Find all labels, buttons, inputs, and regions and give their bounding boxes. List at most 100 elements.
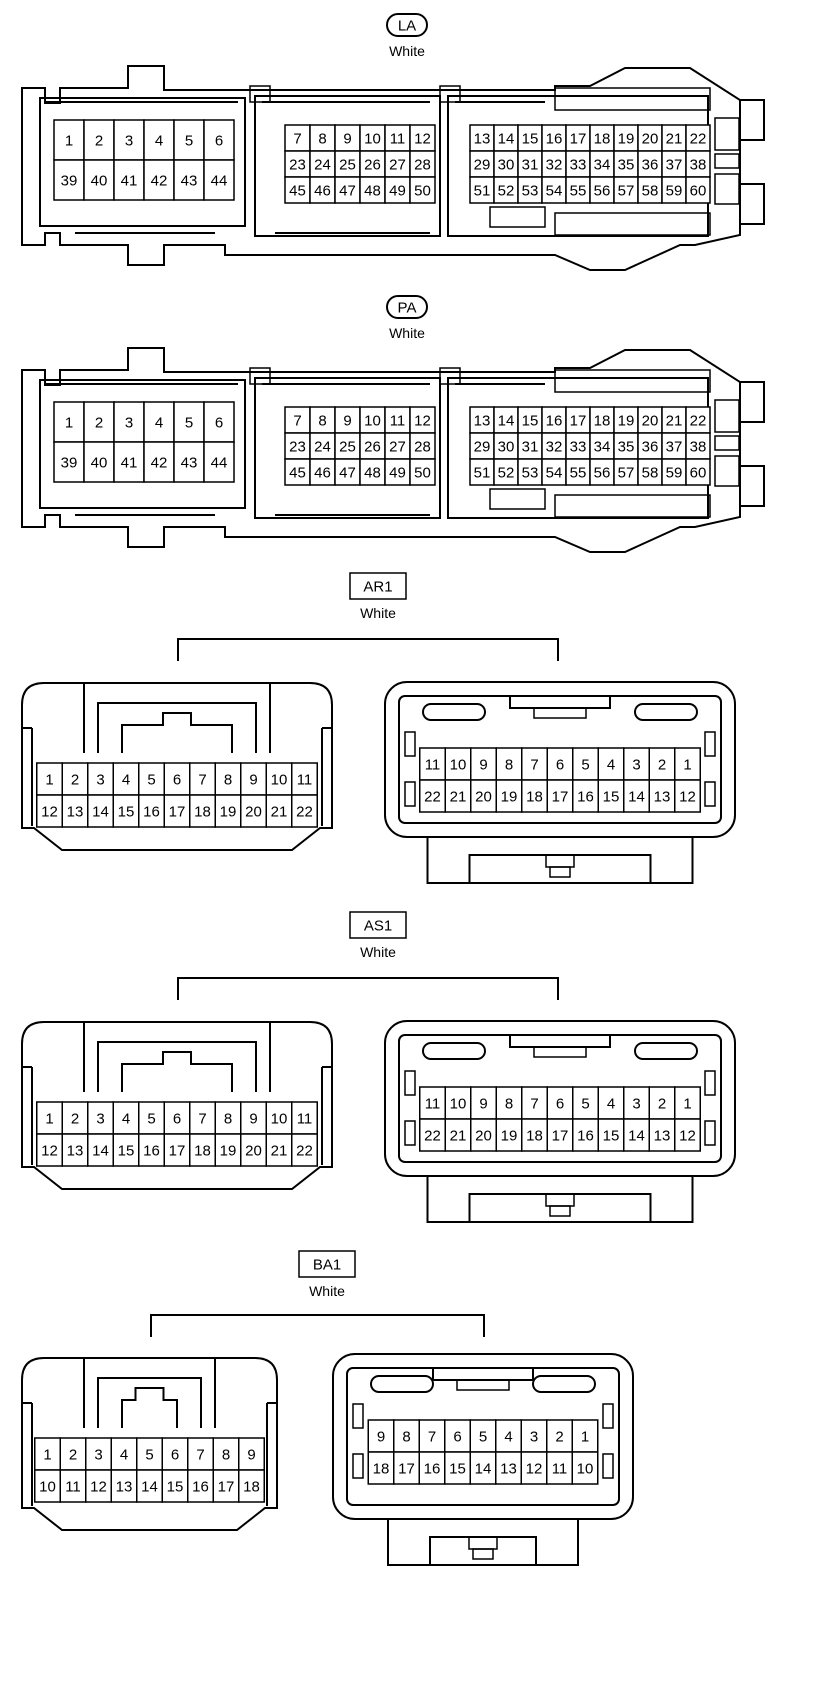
outline bbox=[432, 1368, 534, 1381]
outline bbox=[404, 1070, 416, 1096]
outline bbox=[346, 1367, 620, 1506]
outline bbox=[714, 117, 740, 151]
pin-number: 19 bbox=[220, 804, 237, 821]
outline bbox=[384, 681, 736, 838]
pin-cell bbox=[546, 779, 574, 813]
pin-number: 1 bbox=[683, 757, 691, 774]
pin-cell bbox=[470, 779, 497, 813]
pin-number: 13 bbox=[654, 789, 671, 806]
pin-cell bbox=[409, 458, 436, 486]
pin-cell bbox=[334, 124, 361, 152]
pin-cell bbox=[469, 458, 495, 486]
pin-cell bbox=[589, 458, 615, 486]
outline bbox=[97, 702, 257, 753]
pin-number: 13 bbox=[500, 1461, 517, 1478]
connector-code: AS1 bbox=[364, 918, 392, 935]
pin-cell bbox=[495, 1451, 522, 1485]
pin-number: 9 bbox=[343, 413, 351, 430]
pin-number: 11 bbox=[390, 413, 406, 430]
pin-number: 29 bbox=[474, 439, 491, 456]
pin-number: 7 bbox=[428, 1429, 436, 1446]
connector-code: BA1 bbox=[313, 1257, 341, 1274]
outline bbox=[249, 85, 271, 103]
outline bbox=[634, 703, 698, 721]
pin-number: 50 bbox=[414, 183, 431, 200]
pin-number: 18 bbox=[194, 1143, 211, 1160]
pin-number: 2 bbox=[658, 757, 666, 774]
pin-number: 47 bbox=[339, 465, 356, 482]
pin-number: 13 bbox=[474, 413, 491, 430]
pin-number: 51 bbox=[474, 183, 491, 200]
pin-number: 14 bbox=[628, 1128, 645, 1145]
pin-number: 39 bbox=[61, 173, 78, 190]
pin-number: 5 bbox=[145, 1447, 153, 1464]
pin-cell bbox=[36, 1133, 63, 1167]
pin-cell bbox=[61, 1133, 89, 1167]
pin-number: 49 bbox=[389, 183, 406, 200]
pin-number: 8 bbox=[318, 131, 326, 148]
pin-cell bbox=[517, 458, 543, 486]
pin-cell bbox=[623, 1118, 650, 1152]
pin-cell bbox=[589, 432, 615, 460]
pin-number: 18 bbox=[243, 1479, 260, 1496]
outline bbox=[739, 183, 765, 225]
outline bbox=[177, 638, 559, 661]
pin-cell bbox=[589, 150, 615, 178]
pin-cell bbox=[265, 794, 293, 828]
outline bbox=[426, 837, 694, 884]
pin-number: 58 bbox=[642, 183, 659, 200]
connector-color: White bbox=[389, 43, 425, 59]
connector-code-badge bbox=[386, 295, 428, 319]
outline bbox=[121, 1387, 178, 1428]
outline bbox=[352, 1403, 364, 1429]
connector-code-badge bbox=[386, 13, 428, 37]
pin-cell bbox=[61, 1101, 89, 1135]
pin-cell bbox=[520, 1451, 548, 1485]
pin-number: 10 bbox=[271, 1111, 288, 1128]
pin-cell bbox=[589, 124, 615, 152]
outline bbox=[554, 369, 711, 393]
pin-number: 21 bbox=[450, 1128, 467, 1145]
outline bbox=[704, 1120, 716, 1146]
pin-number: 19 bbox=[618, 131, 635, 148]
pin-number: 16 bbox=[546, 131, 563, 148]
pin-cell bbox=[637, 406, 663, 434]
pin-cell bbox=[334, 176, 361, 204]
pin-number: 6 bbox=[556, 1096, 564, 1113]
pin-cell bbox=[143, 119, 175, 161]
pin-number: 53 bbox=[522, 183, 539, 200]
pin-number: 43 bbox=[181, 173, 198, 190]
pin-cell bbox=[240, 762, 267, 796]
outline bbox=[509, 1035, 611, 1048]
pin-number: 1 bbox=[683, 1096, 691, 1113]
pin-number: 1 bbox=[45, 772, 53, 789]
outline bbox=[83, 683, 271, 753]
outline bbox=[398, 1034, 722, 1163]
outline bbox=[532, 1375, 596, 1393]
pin-cell bbox=[143, 401, 175, 443]
pin-number: 26 bbox=[364, 157, 381, 174]
pin-number: 16 bbox=[192, 1479, 209, 1496]
pin-cell bbox=[214, 794, 242, 828]
pin-number: 49 bbox=[389, 465, 406, 482]
pin-number: 40 bbox=[91, 173, 108, 190]
pin-cell bbox=[444, 1419, 471, 1453]
pin-number: 55 bbox=[570, 465, 587, 482]
pin-cell bbox=[87, 1101, 114, 1135]
pin-cell bbox=[470, 1118, 497, 1152]
pin-number: 11 bbox=[297, 772, 313, 789]
pin-cell bbox=[284, 458, 311, 486]
pin-number: 12 bbox=[414, 413, 431, 430]
pin-cell bbox=[444, 1118, 472, 1152]
pin-number: 12 bbox=[679, 1128, 696, 1145]
pin-number: 42 bbox=[151, 173, 168, 190]
connector-code-box bbox=[349, 911, 407, 939]
pin-number: 22 bbox=[690, 413, 707, 430]
pin-number: 30 bbox=[498, 157, 515, 174]
pin-number: 15 bbox=[118, 804, 135, 821]
pin-number: 5 bbox=[185, 133, 193, 150]
pin-number: 9 bbox=[249, 1111, 257, 1128]
pin-number: 17 bbox=[218, 1479, 235, 1496]
pin-cell bbox=[36, 794, 63, 828]
